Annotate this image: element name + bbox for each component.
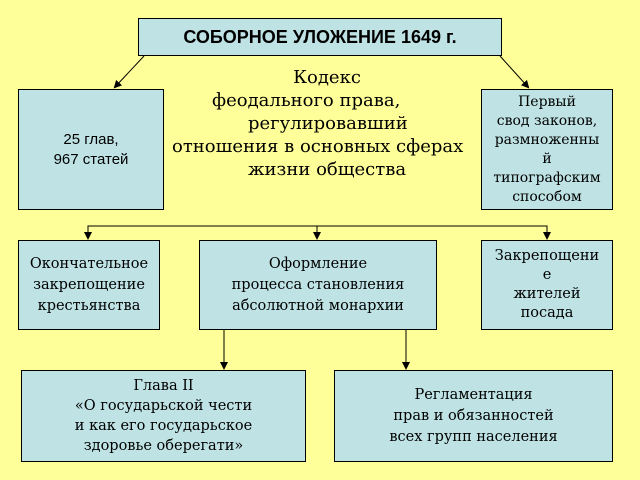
arrow-title-to-right (499, 55, 530, 89)
row2-box-2: Оформление процесса становления абсолютн… (199, 240, 437, 330)
arrow-title-to-left (113, 55, 145, 89)
row2-box-1-text: Окончательное закрепощение крестьянства (29, 255, 149, 314)
right-box-text: Первый свод законов, размноженны й типог… (493, 93, 601, 205)
center-line-5: жизни общества (248, 159, 407, 180)
row3-box-2-text: Регламентация прав и обязанностей всех г… (389, 386, 558, 445)
row2-box-3-text: Закрепощени е жителей посада (494, 248, 600, 321)
row2-box-1: Окончательное закрепощение крестьянства (18, 240, 160, 330)
left-box: 25 глав, 967 статей (18, 89, 164, 210)
title-box: СОБОРНОЕ УЛОЖЕНИЕ 1649 г. (138, 18, 502, 56)
row3-box-1: Глава II «О государьской чести и как его… (21, 370, 306, 462)
right-box: Первый свод законов, размноженны й типог… (481, 89, 613, 210)
row3-box-2: Регламентация прав и обязанностей всех г… (334, 370, 613, 462)
center-line-2: феодального права, (212, 90, 401, 111)
left-box-text: 25 глав, 967 статей (53, 130, 129, 168)
row3-box-1-text: Глава II «О государьской чести и как его… (74, 378, 253, 454)
row2-box-2-text: Оформление процесса становления абсолютн… (231, 255, 405, 314)
center-line-3: регулировавший (248, 113, 408, 134)
center-description: Кодекс феодального права, регулировавший… (168, 66, 478, 181)
row2-box-3: Закрепощени е жителей посада (481, 240, 613, 330)
center-line-1: Кодекс (293, 67, 361, 88)
title-text: СОБОРНОЕ УЛОЖЕНИЕ 1649 г. (183, 26, 457, 47)
center-line-4: отношения в основных сферах (172, 136, 464, 157)
